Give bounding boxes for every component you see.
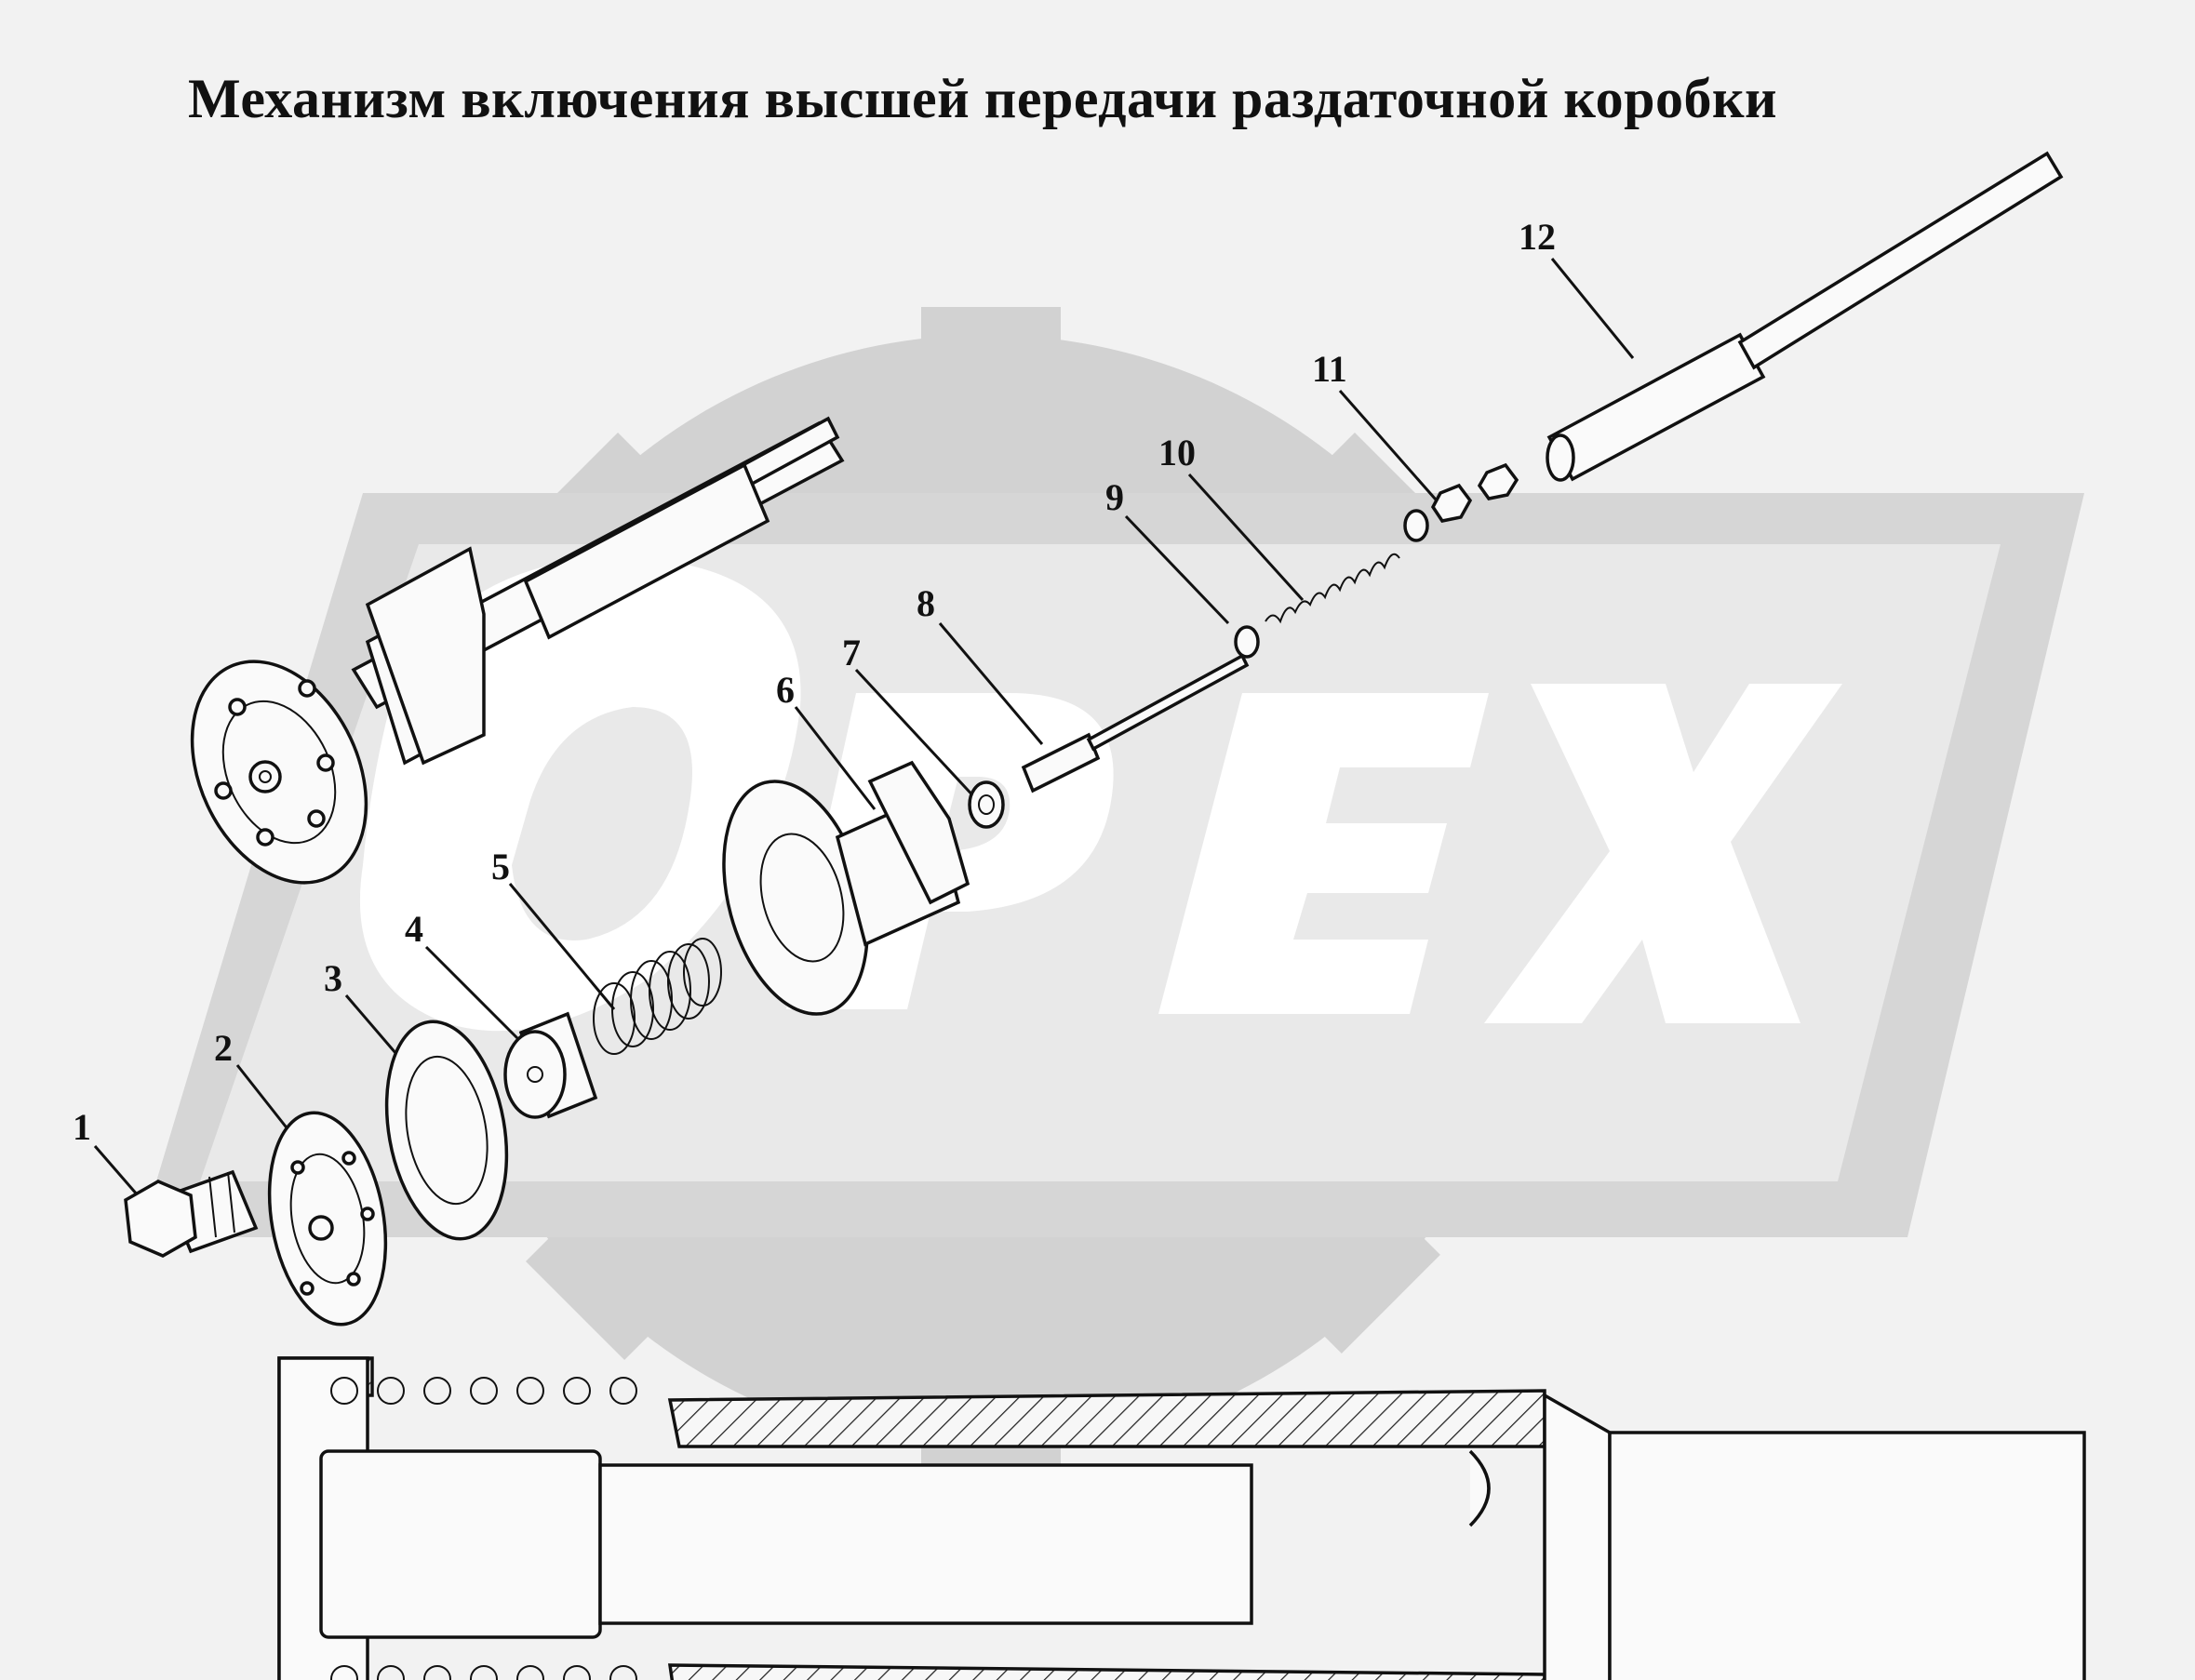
callout-2: 2 <box>214 1027 233 1069</box>
assembled-mechanism <box>190 416 845 885</box>
part-3-gasket <box>384 1020 509 1241</box>
part-4-cup <box>503 1011 598 1119</box>
part-11-nut <box>1430 462 1519 523</box>
part-7-ring <box>968 780 1005 829</box>
part-9-washer <box>1234 625 1260 659</box>
callout-4: 4 <box>405 908 423 950</box>
part-12-shaft <box>1546 151 2064 482</box>
callout-labels: 1 2 3 4 5 6 7 8 9 10 11 12 <box>73 216 1556 1148</box>
callout-1: 1 <box>73 1106 91 1148</box>
section-spring <box>330 1377 637 1680</box>
callout-8: 8 <box>917 582 935 624</box>
callout-12: 12 <box>1519 216 1556 258</box>
part-10-spring <box>1265 509 1429 624</box>
callout-6: 6 <box>776 669 795 711</box>
part-2-flange <box>267 1111 388 1327</box>
part-6-housing <box>722 760 970 1016</box>
section-view <box>277 1356 2086 1680</box>
leader-lines <box>93 258 1635 1196</box>
part-8-rod <box>1021 653 1250 793</box>
part-5-spring <box>593 938 722 1055</box>
page-title: Механизм включения высшей передачи разда… <box>188 68 1778 129</box>
callout-3: 3 <box>324 957 342 999</box>
part-1-bolt <box>124 1169 259 1258</box>
callout-11: 11 <box>1312 348 1347 390</box>
callout-9: 9 <box>1105 476 1124 518</box>
callout-10: 10 <box>1158 432 1196 473</box>
callout-7: 7 <box>842 632 861 673</box>
watermark-logo <box>140 307 2084 1479</box>
callout-5: 5 <box>491 846 510 887</box>
